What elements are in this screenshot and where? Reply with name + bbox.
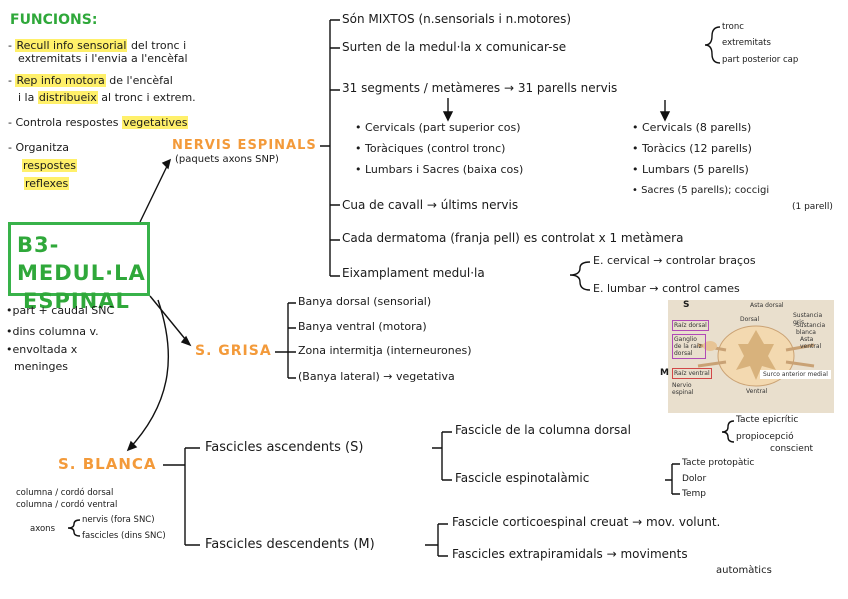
funcio-item-1: - Recull info sensorial del tronc i: [8, 39, 187, 52]
blanca-asc: Fascicles ascendents (S): [205, 440, 364, 455]
blanca-label: S. BLANCA: [58, 455, 157, 473]
b6-target-2: E. lumbar → control cames: [593, 282, 740, 295]
fig-label: Sustancia gris: [793, 312, 823, 326]
nervis-b6: Eixamplament medul·la: [342, 266, 485, 280]
dorsal-target-2: propiocepció: [736, 432, 794, 442]
fig-label: Raíz ventral: [672, 368, 712, 379]
seg-left-2: • Toràciques (control tronc): [355, 142, 506, 155]
highlight: reflexes: [24, 177, 70, 190]
highlight: vegetatives: [122, 116, 189, 129]
funcio-item-3: - Controla respostes vegetatives: [8, 116, 189, 129]
seg-text: Lumbars (5 parells): [642, 163, 749, 176]
seg-right-1: • Cervicals (8 parells): [632, 121, 752, 134]
fig-label: Dorsal: [740, 316, 760, 323]
b2-target-3: part posterior cap: [722, 55, 799, 65]
axons-item-2: fascicles (dins SNC): [82, 531, 166, 541]
axons-label: axons: [30, 524, 55, 534]
nervis-b4: Cua de cavall → últims nervis: [342, 198, 519, 212]
desc-item-1: Fascicle corticoespinal creuat → mov. vo…: [452, 515, 721, 529]
nervis-b5: Cada dermatoma (franja pell) es controla…: [342, 231, 684, 245]
seg-right-4: • Sacres (5 parells); coccigi: [632, 185, 770, 196]
dorsal-target-3: conscient: [770, 444, 814, 454]
funcio-text: al tronc i extrem.: [97, 91, 196, 104]
funcio-text: Controla respostes: [15, 116, 122, 129]
seg-text: Cervicals (8 parells): [642, 121, 752, 134]
nervis-label: NERVIS ESPINALS: [172, 138, 317, 153]
funcio-item-4-hl1: respostes: [22, 159, 78, 172]
funcio-item-2: - Rep info motora de l'encèfal: [8, 74, 173, 87]
seg-text: Toràcics (12 parells): [642, 142, 752, 155]
main-title-line1: B3- MEDUL·LA: [17, 233, 146, 285]
b6-target-1: E. cervical → controlar braços: [593, 254, 756, 267]
seg-text: Sacres (5 parells); coccigi: [641, 185, 770, 196]
funcions-heading: FUNCIONS:: [10, 12, 98, 28]
fig-label: Asta dorsal: [750, 302, 784, 309]
prop-text: dins columna v.: [12, 325, 99, 338]
seg-text: Toràciques (control tronc): [365, 142, 506, 155]
main-prop-2: •dins columna v.: [6, 325, 99, 338]
b2-target-2: extremitats: [722, 38, 771, 48]
seg-text: Cervicals (part superior cos): [365, 121, 521, 134]
seg-right-2: • Toràcics (12 parells): [632, 142, 752, 155]
fig-label: Raíz dorsal: [672, 320, 709, 331]
main-prop-4: meninges: [14, 360, 68, 373]
seg-right-5: (1 parell): [792, 202, 833, 212]
seg-left-1: • Cervicals (part superior cos): [355, 121, 521, 134]
highlight: respostes: [22, 159, 78, 172]
fig-label: Sustancia blanca: [796, 322, 826, 336]
nervis-sub: (paquets axons SNP): [175, 154, 279, 165]
grisa-item-4: (Banya lateral) → vegetativa: [298, 370, 455, 383]
fig-label: Asta ventral: [800, 336, 822, 350]
funcio-text: de l'encèfal: [105, 74, 173, 87]
spinal-cord-figure: Asta dorsal Dorsal Sustancia gris Raíz d…: [668, 300, 834, 413]
seg-text: Lumbars i Sacres (baixa cos): [365, 163, 524, 176]
grisa-item-2: Banya ventral (motora): [298, 320, 427, 333]
funcio-item-4: - Organitza: [8, 141, 70, 154]
axons-item-1: nervis (fora SNC): [82, 515, 155, 525]
desc-item-2: Fascicles extrapiramidals → moviments: [452, 547, 688, 561]
prop-text: envoltada x: [12, 343, 78, 356]
desc-extra: automàtics: [716, 565, 772, 576]
seg-left-3: • Lumbars i Sacres (baixa cos): [355, 163, 524, 176]
nervis-b1: Són MIXTOS (n.sensorials i n.motores): [342, 12, 572, 26]
espino-target-2: Dolor: [682, 474, 707, 484]
funcio-item-2-line2: i la distribueix al tronc i extrem.: [18, 91, 196, 104]
funcio-item-1-line2: extremitats i l'envia a l'encèfal: [18, 52, 188, 65]
blanca-desc: Fascicles descendents (M): [205, 537, 375, 552]
funcio-text: i la: [18, 91, 38, 104]
main-title-box: B3- MEDUL·LA ESPINAL: [8, 222, 150, 313]
highlight: Recull info sensorial: [15, 39, 128, 52]
b2-target-1: tronc: [722, 22, 744, 32]
fig-mark-m: M: [660, 368, 669, 378]
main-prop-1: •part + caudal SNC: [6, 304, 115, 317]
dorsal-target-1: Tacte epicrític: [736, 415, 799, 425]
grisa-item-3: Zona intermitja (interneurones): [298, 344, 472, 357]
espino-target-3: Temp: [682, 489, 706, 499]
blanca-note-1: columna / cordó dorsal: [16, 488, 114, 498]
prop-text: part + caudal SNC: [12, 304, 115, 317]
espino-target-1: Tacte protopàtic: [682, 458, 755, 468]
funcio-item-4-hl2: reflexes: [24, 177, 70, 190]
fig-label: Ventral: [746, 388, 768, 395]
fig-label: Surco anterior medial: [760, 370, 831, 379]
nervis-b2: Surten de la medul·la x comunicar-se: [342, 40, 567, 54]
fig-label: Ganglio de la raíz dorsal: [672, 334, 706, 359]
grisa-label: S. GRISA: [195, 343, 272, 359]
nervis-b3: 31 segments / metàmeres → 31 parells ner…: [342, 81, 618, 95]
highlight: Rep info motora: [15, 74, 106, 87]
highlight: distribueix: [37, 91, 98, 104]
seg-right-3: • Lumbars (5 parells): [632, 163, 749, 176]
main-title-line2: ESPINAL: [23, 289, 130, 313]
main-prop-3: •envoltada x: [6, 343, 78, 356]
asc-item-1: Fascicle de la columna dorsal: [455, 423, 631, 437]
fig-mark-s: S: [683, 300, 690, 310]
asc-item-2: Fascicle espinotalàmic: [455, 471, 590, 485]
grisa-item-1: Banya dorsal (sensorial): [298, 295, 432, 308]
funcio-text: Organitza: [15, 141, 70, 154]
funcio-text: del tronc i: [127, 39, 187, 52]
blanca-note-2: columna / cordó ventral: [16, 500, 118, 510]
fig-label: Nervio espinal: [672, 382, 694, 396]
